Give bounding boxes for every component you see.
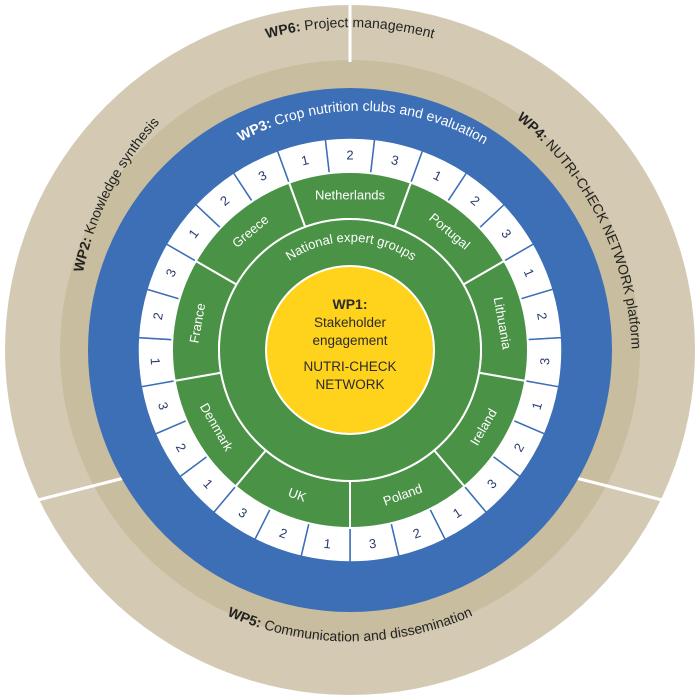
center-line2: engagement: [312, 333, 387, 348]
club-number: 3: [155, 400, 171, 411]
club-number: 2: [346, 148, 353, 163]
wp6-label-bold: WP6:: [264, 18, 302, 41]
club-number: 1: [323, 536, 332, 552]
club-number: 2: [411, 525, 423, 542]
divider-right: [575, 476, 663, 502]
club-number: 3: [390, 152, 400, 168]
country-ring: FranceGreeceNetherlandsPortugalLithuania…: [171, 171, 529, 530]
center-title: WP1:: [333, 296, 368, 312]
club-number: 1: [529, 400, 545, 411]
center-line1: Stakeholder: [314, 315, 387, 330]
divider-left: [37, 476, 125, 502]
country-label: Netherlands: [315, 188, 386, 203]
club-number: 2: [277, 525, 289, 542]
center-line3: NUTRI-CHECK: [304, 359, 397, 374]
center-circle: [265, 265, 435, 435]
country-label: France: [186, 302, 208, 344]
club-number: 2: [150, 311, 166, 321]
country-label: UK: [286, 485, 308, 505]
club-number: 3: [368, 536, 377, 552]
club-number: 1: [300, 152, 310, 168]
center-line4: NETWORK: [316, 377, 385, 392]
club-number: 2: [534, 311, 550, 321]
club-number: 1: [148, 357, 163, 365]
club-number: 3: [537, 357, 552, 365]
